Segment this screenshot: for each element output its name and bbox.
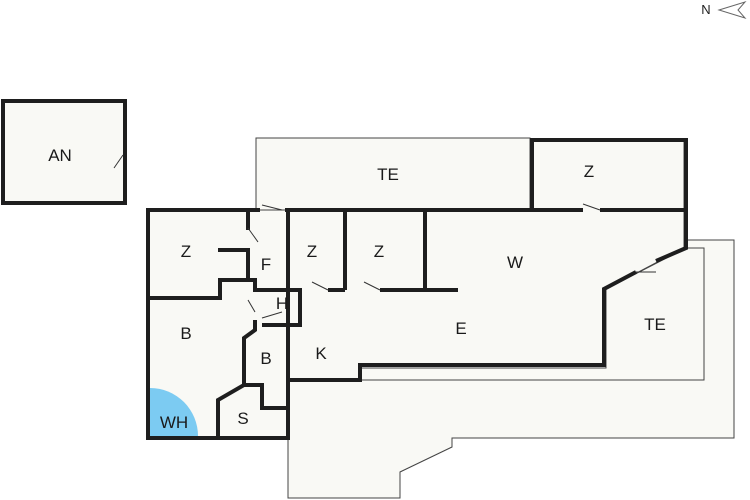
room-label-z-left: Z	[181, 242, 191, 261]
room-label-hallway: F	[261, 255, 271, 274]
door-z-left	[247, 227, 259, 243]
room-label-bath-small: B	[260, 349, 271, 368]
door-hall-entry	[261, 204, 283, 211]
annex-wall	[1, 99, 127, 205]
main-outer-wall-east	[530, 138, 688, 263]
room-label-z-mid2: Z	[374, 242, 384, 261]
water-heater-area	[150, 388, 198, 436]
room-label-storage: S	[237, 409, 248, 428]
door-z2	[363, 281, 381, 291]
room-label-toilet: H	[276, 294, 288, 313]
room-label-z-top-right: Z	[584, 162, 594, 181]
room-label-dining: E	[455, 319, 466, 338]
main-outer-wall	[146, 208, 637, 440]
room-label-z-mid1: Z	[307, 242, 317, 261]
compass-arrow-icon	[717, 1, 747, 19]
room-label-annex: AN	[48, 146, 72, 165]
room-label-water-heater: WH	[160, 413, 188, 432]
room-label-bath-left: B	[180, 324, 191, 343]
wall-bath-small	[216, 320, 257, 438]
compass-north-label: N	[701, 2, 710, 17]
door-z-top-right	[582, 203, 601, 211]
room-label-terrace-right: TE	[644, 315, 666, 334]
room-label-terrace-top: TE	[377, 165, 399, 184]
room-label-kitchen: K	[315, 344, 327, 363]
wall-hall-toilet	[222, 278, 302, 327]
room-label-living: W	[507, 253, 523, 272]
door-toilet	[261, 311, 283, 319]
door-z1	[311, 281, 329, 291]
annex-door	[113, 154, 124, 169]
door-bath	[247, 299, 256, 313]
wall-storage	[244, 383, 288, 410]
